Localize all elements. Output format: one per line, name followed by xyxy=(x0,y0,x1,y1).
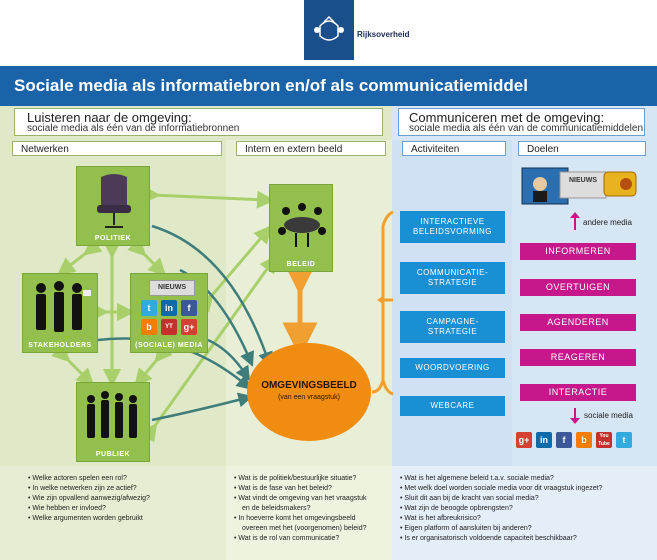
question: Wat zijn de beoogde opbrengsten? xyxy=(400,504,602,514)
node-media-label: (SOCIALE) MEDIA xyxy=(135,342,203,349)
question: In welke netwerken zijn ze actief? xyxy=(28,484,150,494)
goal-informeren: INFORMEREN xyxy=(520,243,636,260)
activity-line: STRATEGIE xyxy=(427,278,478,287)
linkedin-icon: in xyxy=(161,300,177,316)
section-doelen: Doelen xyxy=(518,141,646,156)
listen-subtitle: sociale media als één van de informatieb… xyxy=(27,123,240,134)
government-logo xyxy=(304,0,354,60)
question: Wat is het afbreukrisico? xyxy=(400,514,602,524)
question: Wie zijn opvallend aanwezig/afwezig? xyxy=(28,494,150,504)
activity-woordvoering: WOORDVOERING xyxy=(400,358,505,378)
question: In hoeverre komt het omgevingsbeeld xyxy=(234,514,367,524)
blogger-icon: b xyxy=(141,319,157,335)
node-beleid-label: BELEID xyxy=(286,261,316,268)
social-media-icons: g+ in f b You Tube t xyxy=(516,430,642,450)
page-title: Sociale media als informatiebron en/of a… xyxy=(14,76,528,95)
question: Sluit dit aan bij de kracht van social m… xyxy=(400,494,602,504)
news-label: NIEUWS xyxy=(569,177,597,184)
question-continuation: overeen met het (voorgenomen) beleid? xyxy=(242,525,367,532)
communicate-header: Communiceren met de omgeving: sociale me… xyxy=(398,108,645,136)
question: Eigen platform of aansluiten bij anderen… xyxy=(400,524,602,534)
sociale-media-label: sociale media xyxy=(584,411,633,420)
googleplus-icon: g+ xyxy=(516,432,532,448)
question-list: Wat is het algemene beleid t.a.v. social… xyxy=(400,474,602,544)
crowd-icon xyxy=(87,391,137,438)
questions-netwerken: Welke actoren spelen een rol? In welke n… xyxy=(0,466,226,560)
node-media: NIEUWS t in f b YT g+ (SOCIALE) MEDIA xyxy=(130,273,208,353)
questions-communicatie: Wat is het algemene beleid t.a.v. social… xyxy=(392,466,657,560)
facebook-icon: f xyxy=(556,432,572,448)
crest-icon xyxy=(304,0,354,60)
question: Is er organisatorisch voldoende capacite… xyxy=(400,534,602,544)
node-publiek-label: PUBLIEK xyxy=(95,451,131,458)
question: Wat is het algemene beleid t.a.v. social… xyxy=(400,474,602,484)
question: Met welk doel worden sociale media voor … xyxy=(400,484,602,494)
omgevingsbeeld: OMGEVINGSBEELD (van een vraagstuk) xyxy=(247,343,371,441)
communicate-title: Communiceren met de omgeving: xyxy=(409,110,605,125)
node-beleid: BELEID xyxy=(269,184,333,272)
questions-beeld: Wat is de politiek/bestuurlijke situatie… xyxy=(226,466,392,560)
question-list: Wat is de politiek/bestuurlijke situatie… xyxy=(234,474,367,544)
youtube-icon: YT xyxy=(161,319,177,335)
tv-newspaper-radio-icon: NIEUWS xyxy=(521,167,637,205)
node-publiek: PUBLIEK xyxy=(76,382,150,462)
node-stakeholders-label: STAKEHOLDERS xyxy=(28,342,92,349)
activity-communicatiestrategie: COMMUNICATIE-STRATEGIE xyxy=(400,262,505,294)
activity-line: BELEIDSVORMING xyxy=(412,227,492,236)
question: Wat vindt de omgeving van het vraagstuk xyxy=(234,494,366,504)
section-netwerken: Netwerken xyxy=(12,141,222,156)
question-list: Welke actoren spelen een rol? In welke n… xyxy=(28,474,150,524)
activity-line: COMMUNICATIE- xyxy=(416,268,489,277)
activity-webcare: WEBCARE xyxy=(400,396,505,416)
communicate-subtitle: sociale media als één van de communicati… xyxy=(409,123,644,134)
question: Wat is de fase van het beleid? xyxy=(234,484,367,494)
goal-overtuigen: OVERTUIGEN xyxy=(520,279,636,296)
node-politiek: POLITIEK xyxy=(76,166,150,246)
question: Wie hebben er invloed? xyxy=(28,504,150,514)
question: Wat is de rol van communicatie? xyxy=(234,534,367,544)
section-beeld: Intern en extern beeld xyxy=(236,141,386,156)
media-devices-illustration: NIEUWS xyxy=(520,164,640,214)
twitter-icon: t xyxy=(616,432,632,448)
question: Welke argumenten worden gebruikt xyxy=(28,514,150,524)
goal-interactie: INTERACTIE xyxy=(520,384,636,401)
activity-line: CAMPAGNE- xyxy=(426,317,479,326)
googleplus-icon: g+ xyxy=(181,319,197,335)
logo-text: Rijksoverheid xyxy=(357,30,410,39)
omgevingsbeeld-title: OMGEVINGSBEELD xyxy=(261,380,357,391)
meeting-table-icon xyxy=(278,203,326,247)
omgevingsbeeld-subtitle: (van een vraagstuk) xyxy=(278,394,340,401)
chair-icon xyxy=(97,174,131,228)
section-activiteiten: Activiteiten xyxy=(402,141,506,156)
people-silhouette-icon xyxy=(36,281,91,332)
linkedin-icon: in xyxy=(536,432,552,448)
question: Welke actoren spelen een rol? xyxy=(28,474,150,484)
goal-agenderen: AGENDEREN xyxy=(520,314,636,331)
question-continuation: en de beleidsmakers? xyxy=(242,505,311,512)
node-stakeholders: STAKEHOLDERS xyxy=(22,273,98,353)
twitter-icon: t xyxy=(141,300,157,316)
question: Wat is de politiek/bestuurlijke situatie… xyxy=(234,474,367,484)
activity-line: INTERACTIEVE xyxy=(420,217,485,226)
listen-title: Luisteren naar de omgeving: xyxy=(27,110,192,125)
newspaper-icon: NIEUWS xyxy=(149,280,195,296)
node-politiek-label: POLITIEK xyxy=(94,235,132,242)
youtube-icon: You Tube xyxy=(596,432,612,448)
title-band: Sociale media als informatiebron en/of a… xyxy=(0,66,657,106)
activity-campagnestrategie: CAMPAGNE-STRATEGIE xyxy=(400,311,505,343)
listen-header: Luisteren naar de omgeving: sociale medi… xyxy=(14,108,383,136)
andere-media-label: andere media xyxy=(583,218,632,227)
media-icons: t in f b YT g+ xyxy=(141,300,199,336)
facebook-icon: f xyxy=(181,300,197,316)
goal-reageren: REAGEREN xyxy=(520,349,636,366)
blogger-icon: b xyxy=(576,432,592,448)
activity-line: STRATEGIE xyxy=(427,327,478,336)
